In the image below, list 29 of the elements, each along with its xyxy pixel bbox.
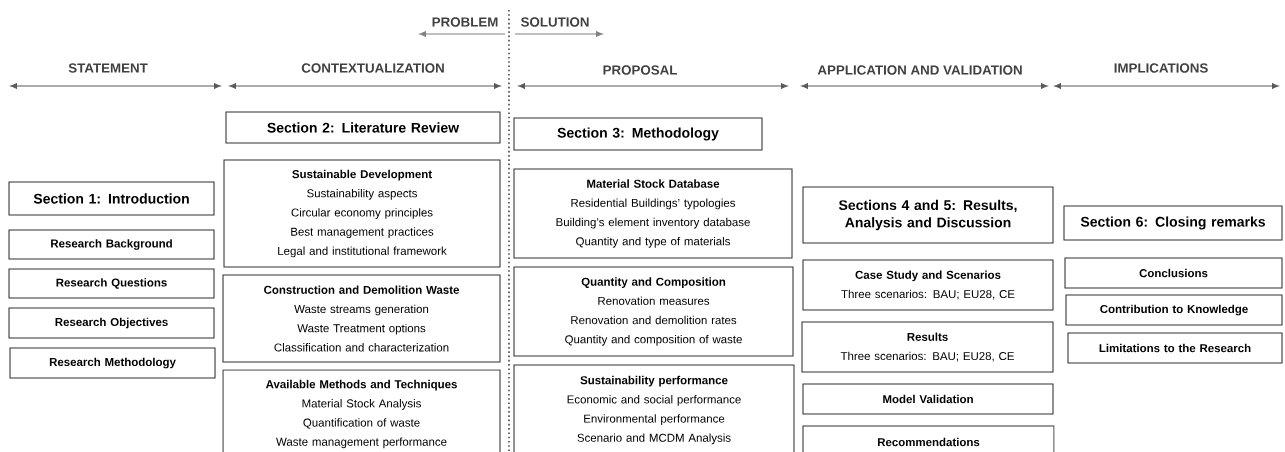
topic-box: Construction and Demolition Waste Waste streams generation Waste Treatment options Classification and characterization: [222, 274, 501, 363]
stage-heading: APPLICATION AND VALIDATION: [817, 65, 1022, 75]
topic-box: Sustainability performance Economic and social performance Environmental performance Scenario and MCDM Analysis: [513, 364, 795, 452]
topic-box: Limitations to the Research: [1067, 332, 1283, 364]
stage-heading: STATEMENT: [68, 63, 148, 73]
topic-box: Available Methods and Techniques Material Stock Analysis Quantification of waste Waste management performance: [222, 369, 501, 452]
stage-heading: IMPLICATIONS: [1114, 63, 1208, 73]
stage-heading: PROBLEM: [432, 17, 498, 27]
section-box: Section 1: Introduction: [8, 181, 215, 216]
topic-box: Research Background: [8, 229, 215, 260]
topic-box: Material Stock Database Residential Buildings’ typologies Building’s element inventory database Quantity and type of materials: [513, 168, 793, 259]
stage-heading: CONTEXTUALIZATION: [301, 63, 444, 73]
topic-box: Conclusions: [1064, 257, 1283, 289]
section-box: Section 2: Literature Review: [225, 111, 501, 144]
topic-box: Research Questions: [8, 268, 215, 299]
section-box: Section 6: Closing remarks: [1063, 205, 1283, 241]
topic-box: Quantity and Composition Renovation measures Renovation and demolition rates Quantity and composition of waste: [513, 266, 794, 357]
topic-box: Research Objectives: [8, 307, 215, 339]
section-box: Section 3: Methodology: [513, 117, 763, 151]
topic-box: Recommendations: [802, 425, 1055, 452]
stage-heading: PROPOSAL: [603, 65, 677, 75]
section-box: Sections 4 and 5: Results, Analysis and Discussion: [802, 186, 1054, 244]
topic-box: Contribution to Knowledge: [1065, 294, 1283, 326]
topic-box: Sustainable Development Sustainability aspects Circular economy principles Best management practices Legal and institutional framework: [223, 159, 501, 268]
stage-heading: SOLUTION: [520, 17, 589, 27]
topic-box: Results Three scenarios: BAU; EU28, CE: [801, 321, 1054, 373]
topic-box: Research Methodology: [9, 347, 216, 379]
topic-box: Model Validation: [802, 383, 1054, 415]
topic-box: Case Study and Scenarios Three scenarios: BAU; EU28, CE: [802, 259, 1054, 311]
